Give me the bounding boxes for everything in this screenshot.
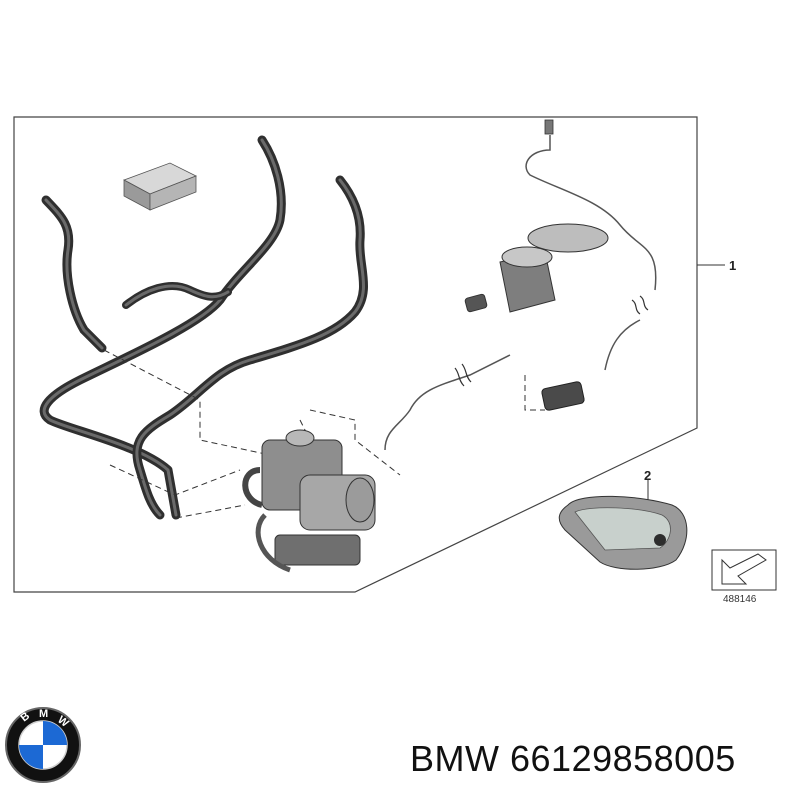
heater-unit-icon <box>242 429 376 573</box>
view-direction-icon <box>711 549 777 591</box>
remote-key-icon <box>558 495 688 570</box>
diagram-frame <box>13 116 698 593</box>
part-number-caption: BMW 66129858005 <box>410 738 736 780</box>
callout-label-2: 2 <box>644 468 652 483</box>
bmw-logo-icon: B M W <box>5 707 81 783</box>
callout-label-1: 1 <box>729 258 737 273</box>
reference-number: 488146 <box>723 594 757 605</box>
caption-part-number: 66129858005 <box>510 738 736 779</box>
caption-brand: BMW <box>410 738 500 779</box>
box-icon <box>123 162 197 211</box>
svg-text:M: M <box>39 708 48 720</box>
hose-icon <box>39 135 369 520</box>
fuel-module-icon <box>384 119 657 451</box>
break-marks <box>454 295 649 387</box>
